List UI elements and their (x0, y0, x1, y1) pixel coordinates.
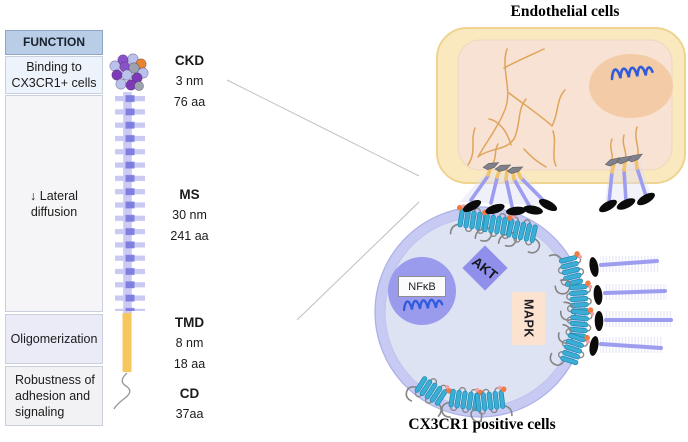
mucin-stalk-glycans (115, 93, 145, 311)
domain-size: 30 nm (172, 208, 207, 222)
domain-label-tmd: TMD 8 nm 18 aa (157, 312, 222, 375)
dna-coil-icon (610, 65, 654, 81)
ckd-domain-icon (594, 311, 604, 331)
ckd-domain-icon (588, 256, 600, 278)
domain-length: 18 aa (173, 357, 206, 371)
endothelial-cells-title: Endothelial cells (510, 3, 620, 20)
nfkb-label: NFκB (398, 276, 446, 297)
domain-size: 8 nm (175, 336, 204, 350)
cx3cl1-molecule-schematic (109, 53, 149, 410)
domain-label-ckd: CKD 3 nm 76 aa (157, 50, 222, 113)
domain-label-ms: MS 30 nm 241 aa (157, 184, 222, 247)
endothelial-nucleus (589, 54, 673, 118)
bound-cx3cl1-stalks (460, 161, 550, 209)
function-row-robustness: Robustness of adhesion and signaling (5, 366, 103, 426)
function-row-binding: Binding to CX3CR1+ cells (5, 56, 103, 94)
domain-name: MS (179, 187, 200, 202)
cytoskeleton-filaments (467, 48, 639, 168)
domain-length: 37aa (175, 407, 204, 421)
dna-coil-icon (402, 298, 444, 312)
free-cx3cl1-stalks (597, 152, 657, 215)
domain-name: TMD (174, 315, 205, 330)
domain-name: CD (179, 386, 200, 401)
cytoplasmic-domain-squiggle (113, 372, 131, 410)
cx3cr1-cells-title: CX3CR1 positive cells (408, 416, 556, 433)
cx3cr1-cell (374, 196, 673, 424)
endothelial-cell (436, 27, 686, 184)
domain-length: 241 aa (170, 229, 209, 243)
domain-size: 3 nm (175, 74, 204, 88)
function-row-lateral-diffusion: ↓ Lateral diffusion (5, 95, 103, 312)
domain-length: 76 aa (173, 95, 206, 109)
domain-name: CKD (174, 53, 205, 68)
ckd-domain-icon (522, 204, 544, 216)
function-row-oligomerization: Oligomerization (5, 314, 103, 364)
mapk-label: MAPK (512, 292, 545, 345)
domain-label-cd: CD 37aa (157, 383, 222, 425)
zoom-connector-lines (226, 79, 420, 321)
transmembrane-domain-bar (122, 313, 132, 372)
right-bound-ligands (546, 247, 673, 374)
chemokine-domain-cluster-icon (109, 53, 149, 91)
function-table-header: FUNCTION (5, 30, 103, 55)
ckd-domain-icon (592, 284, 604, 306)
